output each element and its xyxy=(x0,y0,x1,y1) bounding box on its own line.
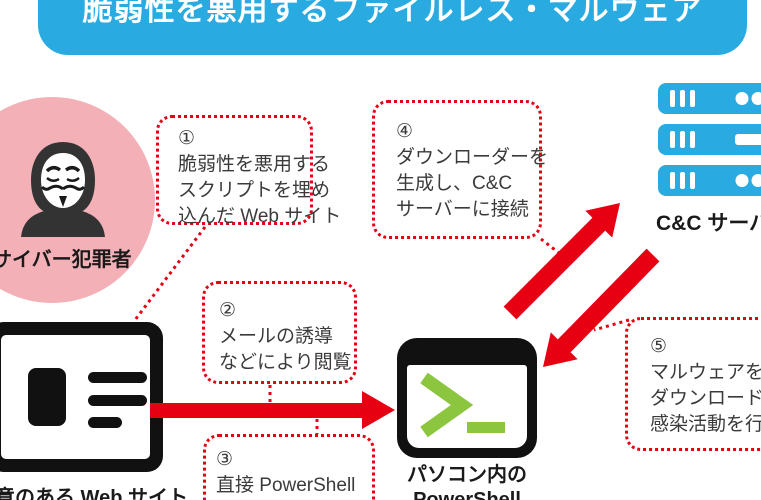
title-banner: 脆弱性を悪用するファイルレス・マルウェア xyxy=(38,0,747,55)
terminal-prompt-icon xyxy=(420,372,505,438)
callout-5-malware-download: ⑤ マルウェアを ダウンロードし、 感染活動を行う xyxy=(625,317,761,451)
cyber-criminal-icon xyxy=(21,142,105,237)
malicious-website-icon xyxy=(0,322,163,472)
callout-3-direct-powershell: ③ 直接 PowerShell を実行 xyxy=(203,434,375,500)
powershell-terminal-icon xyxy=(397,338,537,458)
callout-2-email-lure: ② メールの誘導 などにより閲覧 xyxy=(202,281,357,384)
connector-callout4-arrow xyxy=(540,237,560,255)
malicious-website-label: 悪意のある Web サイト xyxy=(0,487,188,500)
callout-4-downloader: ④ ダウンローダーを 生成し、C&C サーバーに接続 xyxy=(372,100,548,239)
arrow-website-to-powershell xyxy=(150,391,395,429)
cc-server-icon xyxy=(658,83,761,196)
cc-server-label: C&C サーバー xyxy=(656,212,761,235)
connector-callout5-arrow xyxy=(593,318,630,332)
powershell-label: パソコン内の PowerShell xyxy=(407,464,527,500)
callout-1-exploit-script: ① 脆弱性を悪用する スクリプトを埋め 込んだ Web サイト xyxy=(156,115,341,227)
cyber-criminal-label: サイバー犯罪者 xyxy=(0,249,132,271)
page-title: 脆弱性を悪用するファイルレス・マルウェア xyxy=(82,0,703,27)
hacker-shoulders xyxy=(21,211,105,237)
